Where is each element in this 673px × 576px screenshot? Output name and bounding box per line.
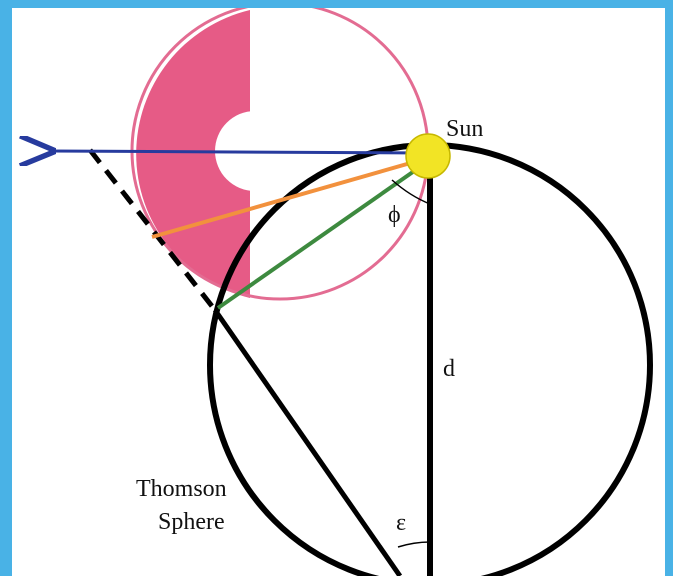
sun-label: Sun [446, 116, 483, 142]
d-label: d [443, 356, 455, 382]
phi-label: ϕ [388, 202, 401, 228]
sphere-label: Sphere [158, 509, 225, 535]
phi-angle-arc [391, 179, 431, 205]
green-line [216, 158, 432, 310]
shaded-region [136, 10, 250, 298]
black-line [212, 308, 403, 576]
thomson-label: Thomson [136, 476, 227, 502]
dashed-line [88, 148, 217, 312]
epsilon-angle-arc [397, 541, 431, 548]
epsilon-label: ε [396, 510, 406, 536]
sun-icon [405, 133, 451, 179]
orange-line [151, 156, 429, 239]
blue-line [50, 151, 429, 153]
